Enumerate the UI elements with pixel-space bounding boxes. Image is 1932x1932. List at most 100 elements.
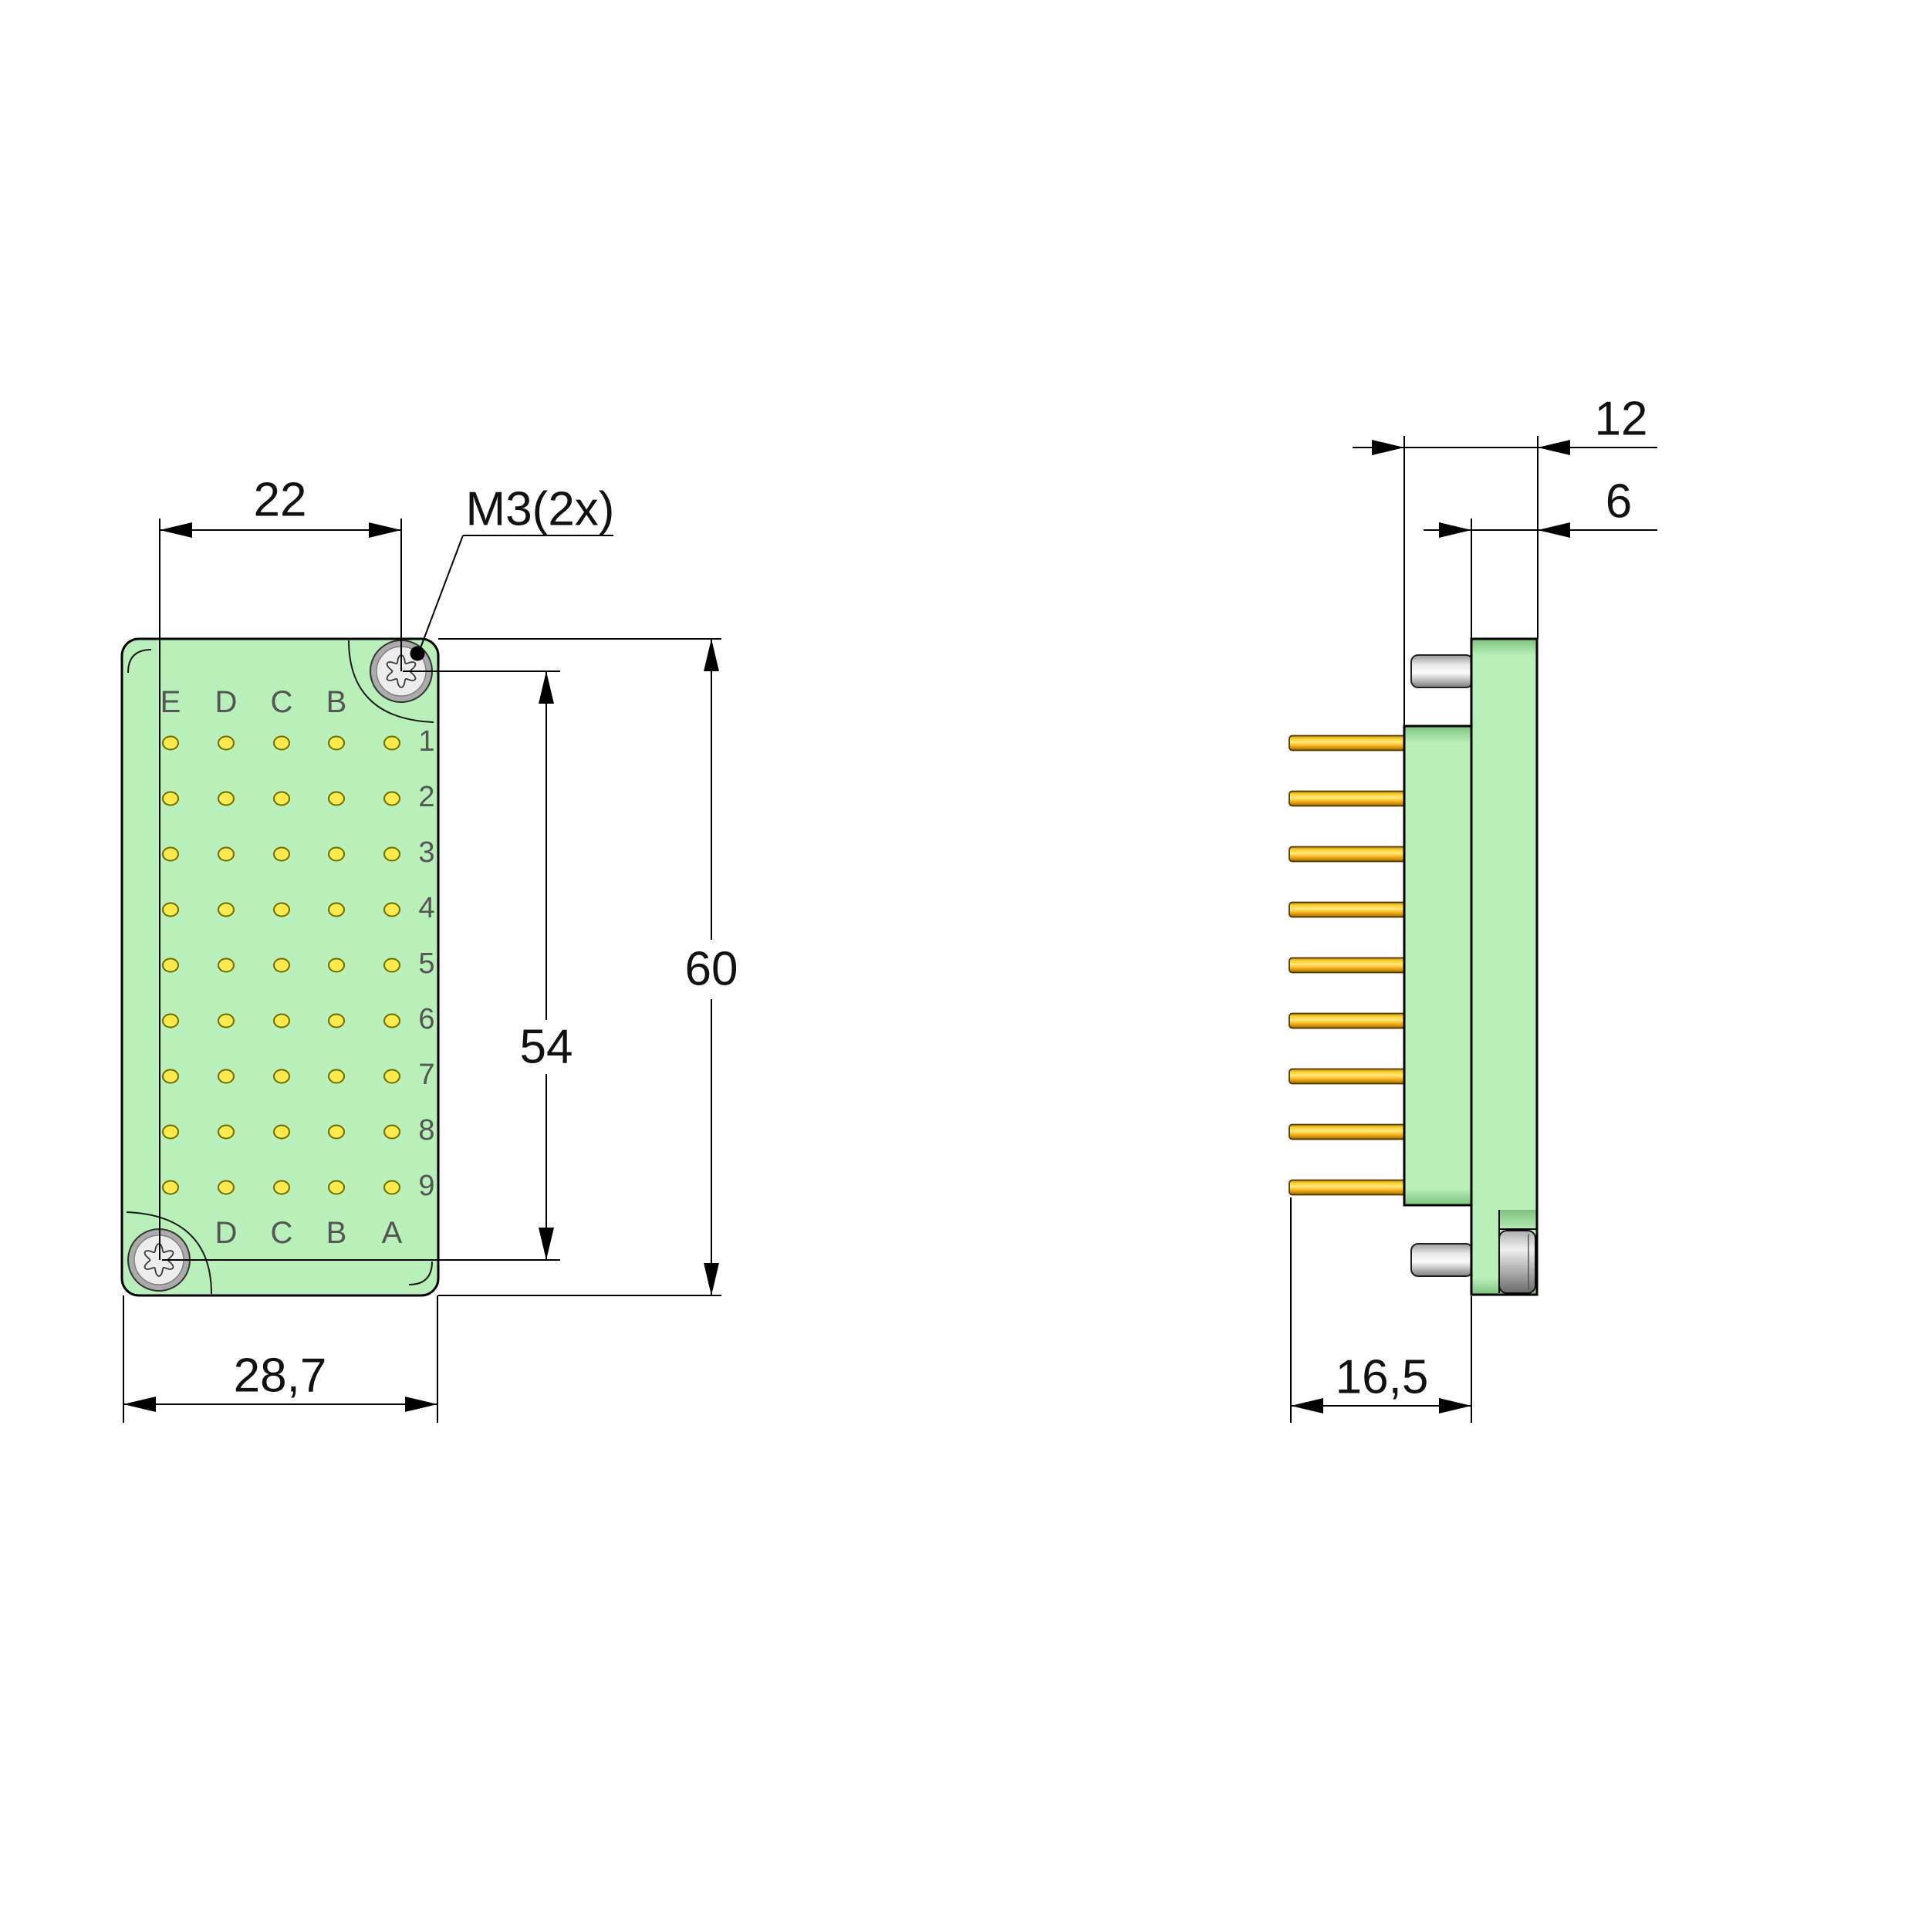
pin-hole — [328, 958, 345, 973]
row-label: 3 — [418, 836, 434, 869]
pin-hole — [162, 1069, 179, 1084]
contact-pin — [1289, 735, 1407, 752]
face-notch-top-right — [348, 640, 434, 723]
dim-width: 28,7 — [123, 1295, 438, 1423]
bottom-column-labels: D C B A — [215, 1216, 403, 1250]
col-label-bottom: D — [215, 1216, 238, 1250]
col-label-top: D — [215, 685, 238, 719]
row-label: 7 — [418, 1059, 434, 1091]
row-label: 5 — [418, 947, 434, 980]
pin-hole — [162, 735, 179, 751]
pin-hole — [328, 1013, 345, 1028]
dim-pin-length: 16,5 — [1290, 1197, 1472, 1423]
contact-pin — [1289, 1012, 1407, 1029]
pin-hole — [328, 791, 345, 806]
pin-hole — [273, 735, 290, 751]
pin-hole — [383, 846, 400, 862]
pin-hole — [383, 1013, 400, 1028]
side-flange-top-shade — [1404, 726, 1471, 743]
pin-hole — [218, 735, 235, 751]
pin-hole — [383, 1180, 400, 1195]
dim-label-60: 60 — [685, 943, 738, 996]
pin-hole-grid — [162, 735, 400, 1195]
pin-hole — [162, 1180, 179, 1195]
col-label-bottom: A — [382, 1216, 403, 1250]
pin-hole — [218, 958, 235, 973]
screw-boss-bottom — [1410, 1243, 1474, 1277]
pin-hole — [383, 1124, 400, 1140]
pin-hole — [383, 902, 400, 917]
row-label: 9 — [418, 1170, 434, 1202]
side-flange — [1404, 726, 1471, 1205]
dim-front-depth: 6 — [1424, 475, 1657, 726]
side-flange-outline — [1403, 724, 1473, 1207]
col-label-top: B — [326, 685, 347, 719]
pin-hole — [273, 1069, 290, 1084]
row-label: 6 — [418, 1003, 434, 1035]
pin-hole — [328, 902, 345, 917]
dim-label-16-5: 16,5 — [1336, 1351, 1429, 1404]
dim-pitch-x: 22 — [159, 474, 402, 1260]
pin-hole — [218, 1069, 235, 1084]
face-fillet-top-left — [127, 649, 152, 674]
contact-pin — [1289, 957, 1407, 974]
side-pin-rows — [1289, 735, 1407, 1196]
thread-callout: M3(2x) — [418, 483, 615, 653]
pin-hole — [218, 902, 235, 917]
contact-pin — [1289, 846, 1407, 863]
pin-hole — [162, 902, 179, 917]
contact-pin — [1289, 1068, 1407, 1085]
pin-hole — [273, 958, 290, 973]
pin-hole — [218, 1180, 235, 1195]
pin-hole — [162, 958, 179, 973]
thread-label: M3(2x) — [466, 483, 615, 536]
pin-hole — [383, 735, 400, 751]
side-body — [1471, 639, 1537, 1295]
col-label-bottom: C — [271, 1216, 293, 1250]
screw-boss-top — [1410, 654, 1474, 688]
dim-height: 60 — [438, 638, 738, 1296]
row-label: 8 — [418, 1114, 434, 1147]
pin-hole — [218, 1124, 235, 1140]
dim-depth: 12 — [1353, 393, 1657, 726]
pin-hole — [328, 1180, 345, 1195]
dim-label-6: 6 — [1606, 475, 1632, 529]
pin-hole — [273, 902, 290, 917]
front-view: E D C B D C B A 1 2 3 4 5 6 7 8 9 — [120, 474, 738, 1423]
pin-hole — [273, 1180, 290, 1195]
side-flange-bottom-shade — [1404, 1188, 1471, 1205]
pin-hole — [328, 735, 345, 751]
screw-pocket-shade — [1499, 1210, 1537, 1231]
row-label: 1 — [418, 725, 434, 758]
pin-hole — [383, 1069, 400, 1084]
col-label-bottom: B — [326, 1216, 347, 1250]
side-view: 12 6 16,5 — [1289, 393, 1657, 1423]
pin-hole — [273, 846, 290, 862]
pin-hole — [162, 1013, 179, 1028]
pin-hole — [328, 1124, 345, 1140]
pin-hole — [218, 846, 235, 862]
pin-hole — [328, 846, 345, 862]
dim-pitch-y: 54 — [162, 670, 573, 1261]
pin-hole — [162, 1124, 179, 1140]
leader-dot — [410, 646, 425, 661]
dim-label-12: 12 — [1595, 393, 1648, 446]
row-label: 4 — [418, 892, 434, 924]
pin-hole — [383, 958, 400, 973]
col-label-top: E — [160, 685, 181, 719]
dim-label-54: 54 — [520, 1021, 573, 1074]
row-number-labels: 1 2 3 4 5 6 7 8 9 — [418, 725, 434, 1202]
contact-pin — [1289, 1123, 1407, 1140]
contact-pin — [1289, 901, 1407, 918]
pin-hole — [273, 1013, 290, 1028]
contact-pin — [1289, 1179, 1407, 1196]
screw-side-cylinder — [1498, 1230, 1536, 1294]
pin-hole — [218, 1013, 235, 1028]
contact-pin — [1289, 790, 1407, 807]
top-column-labels: E D C B — [160, 685, 347, 719]
col-label-top: C — [271, 685, 293, 719]
pin-hole — [218, 791, 235, 806]
face-fillet-bottom-right — [408, 1261, 433, 1285]
